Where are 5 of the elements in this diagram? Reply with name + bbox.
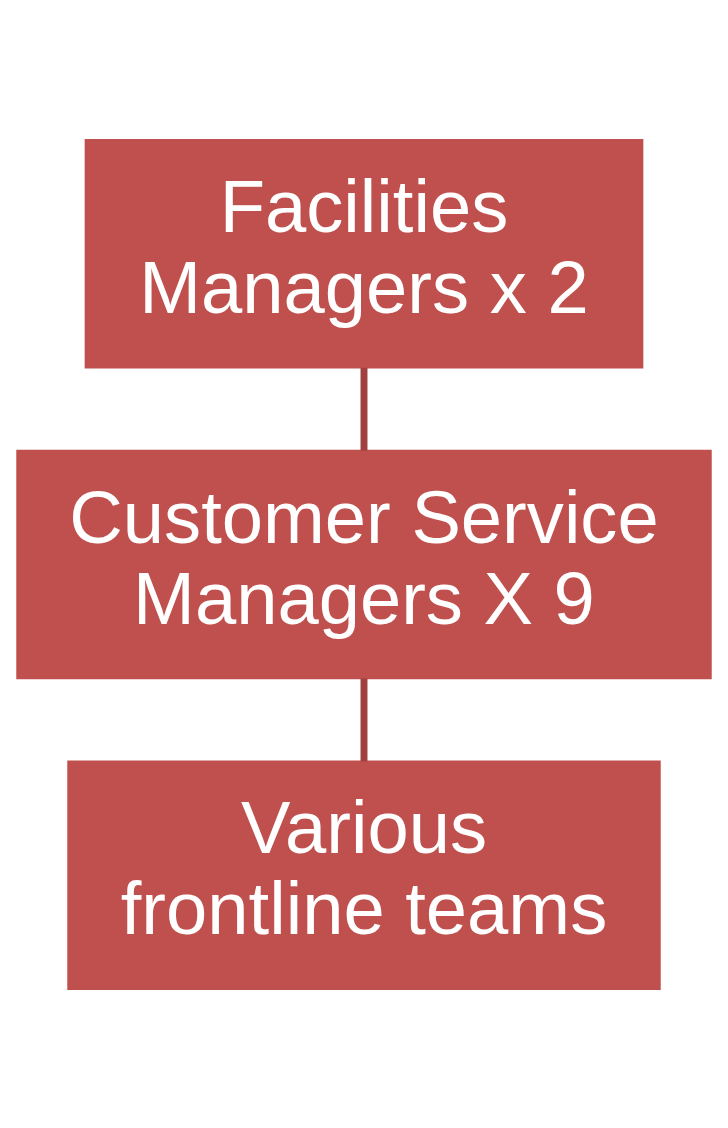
connector [360,367,368,451]
node-box: Customer Service Managers X 9 [16,449,712,679]
connector [360,677,368,761]
node-box: Facilities Managers x 2 [84,138,644,369]
node-box: Various frontline teams [67,759,661,990]
